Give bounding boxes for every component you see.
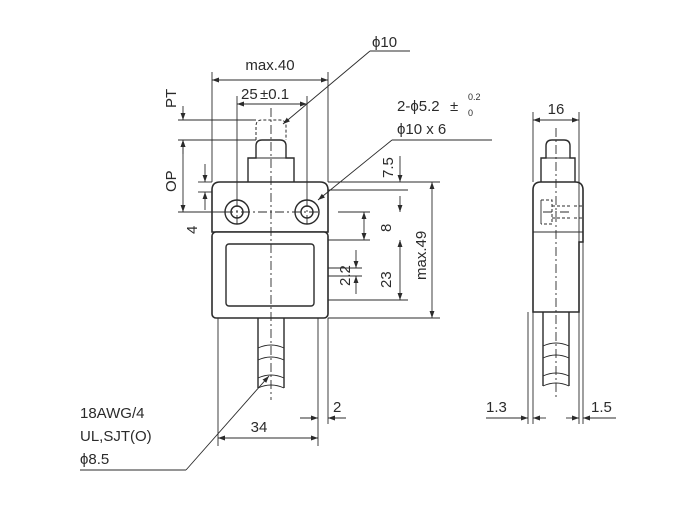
dim-seven-five: 7.5 [380, 157, 397, 178]
cable-spec-line1: 18AWG/4 [80, 405, 144, 422]
dim-counterbore: ϕ10 x 6 [397, 121, 446, 138]
dim-holes-tolerance-sign: ± [450, 98, 458, 115]
dim-max-width: max.40 [245, 57, 294, 74]
dim-max-height: max.49 [413, 231, 430, 280]
dim-hole-pitch-tolerance: ±0.1 [260, 86, 289, 103]
side-dimensions: 16 1.3 1.5 [486, 101, 616, 424]
cable-spec-line2: UL,SJT(O) [80, 428, 152, 445]
leader-plunger [282, 50, 371, 125]
cable-spec-line3: ϕ8.5 [80, 451, 109, 468]
plunger [247, 139, 295, 182]
dim-two: 2 [333, 399, 341, 416]
front-dimensions: max.40 25 ±0.1 ϕ10 2-ϕ5.2 ± 0.2 0 ϕ10 x … [80, 34, 492, 471]
dim-side-right-offset: 1.5 [591, 399, 612, 416]
dim-plunger-diameter: ϕ10 [372, 34, 397, 51]
side-cable [542, 312, 570, 387]
leader-cable [185, 375, 270, 471]
front-view [211, 108, 329, 400]
dim-thirty-four: 34 [251, 419, 268, 436]
body-window [225, 243, 315, 307]
dim-side-left-offset: 1.3 [486, 399, 507, 416]
dim-holes-tolerance-upper: 0.2 [468, 92, 481, 102]
dim-holes: 2-ϕ5.2 [397, 98, 440, 115]
dim-side-width: 16 [548, 101, 565, 118]
dim-hole-pitch: 25 [241, 86, 258, 103]
dim-pt: PT [163, 89, 180, 108]
side-view [532, 128, 584, 398]
dim-holes-tolerance-lower: 0 [468, 108, 473, 118]
dim-two-two: 2.2 [337, 265, 354, 286]
dim-twenty-three: 23 [378, 271, 395, 288]
side-plunger [540, 139, 576, 182]
dim-four: 4 [184, 226, 201, 234]
side-body [532, 181, 584, 313]
dim-op: OP [163, 170, 180, 192]
switch-body [211, 231, 329, 319]
dim-eight: 8 [378, 224, 395, 232]
